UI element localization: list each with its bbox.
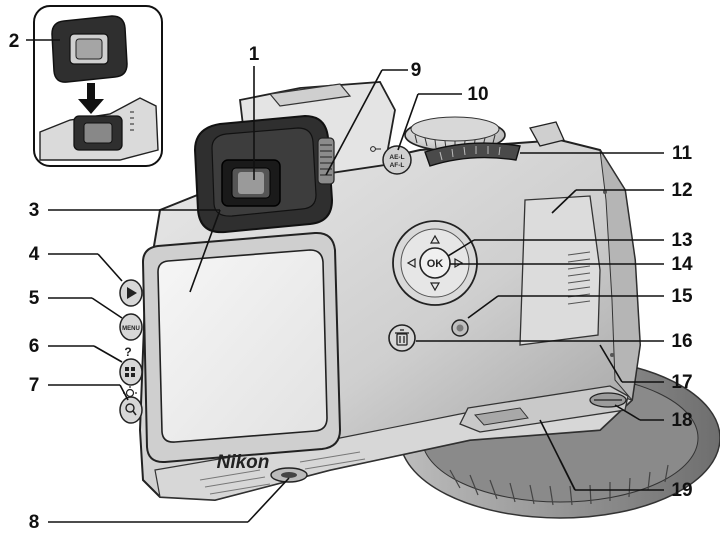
callout-16: 16	[671, 331, 692, 352]
grip	[599, 149, 641, 402]
callout-10: 10	[467, 84, 488, 105]
callout-19: 19	[671, 480, 692, 501]
memory-card-slot-cover	[519, 195, 601, 346]
callout-14: 14	[671, 254, 693, 275]
bottom-grip-ribs	[199, 451, 366, 495]
afl-label: AF-L	[390, 162, 405, 169]
ael-label: AE-L	[389, 154, 404, 161]
brand-logo: Nikon	[217, 452, 270, 473]
callout-17: 17	[671, 372, 692, 393]
inset-camera-top	[39, 97, 159, 161]
callout-3: 3	[29, 200, 40, 221]
down-arrow-icon	[78, 83, 104, 114]
command-dial	[424, 142, 521, 167]
callout-2: 2	[9, 31, 20, 52]
trash-icon	[395, 329, 409, 346]
diopter-adjustment-control	[317, 137, 335, 185]
menu-button: MENU	[119, 313, 143, 341]
ok-button: OK	[419, 247, 451, 279]
eyecup-inset	[33, 5, 163, 167]
battery-cover-latch	[589, 392, 627, 408]
callout-9: 9	[411, 60, 422, 81]
thumbnail-zoom-out-button	[119, 358, 143, 386]
play-icon	[127, 287, 137, 299]
arrow-left-icon	[406, 257, 416, 269]
inset-eyecup	[51, 15, 128, 83]
help-symbol: ?	[124, 345, 131, 359]
playback-button	[119, 279, 143, 307]
delete-button	[388, 324, 416, 352]
monitor	[141, 231, 342, 464]
callout-1: 1	[249, 44, 260, 65]
accessory-shoe	[268, 83, 352, 107]
callout-7: 7	[29, 375, 40, 396]
arrow-up-icon	[429, 234, 441, 244]
viewfinder-eyepiece	[221, 159, 281, 207]
callout-6: 6	[29, 336, 40, 357]
tripod-socket	[270, 467, 308, 483]
zoom-in-button	[119, 396, 143, 424]
callout-12: 12	[671, 180, 692, 201]
magnifier-icon	[125, 403, 135, 413]
memory-card-access-lamp	[451, 319, 469, 337]
speaker-holes	[603, 190, 614, 357]
strap-eyelet	[529, 121, 565, 147]
callout-13: 13	[671, 230, 692, 251]
ael-afl-button: AE-L AF-L	[382, 145, 412, 175]
callout-5: 5	[29, 288, 40, 309]
ok-label: OK	[427, 258, 444, 270]
key-icon	[370, 146, 381, 152]
callout-8: 8	[29, 512, 40, 533]
callout-11: 11	[672, 143, 693, 164]
arrow-right-icon	[454, 257, 464, 269]
callout-4: 4	[29, 244, 40, 265]
thumbnail-icon	[125, 367, 135, 377]
callout-15: 15	[671, 286, 693, 307]
callout-18: 18	[671, 410, 692, 431]
leader-lines	[26, 39, 664, 523]
arrow-down-icon	[429, 282, 441, 292]
menu-label: MENU	[122, 326, 140, 332]
callout-numbers: 1 2 3 4 5 6 7 8 9 10 11 12 13 14 15 16 1…	[9, 31, 693, 533]
battery-chamber-cover	[459, 385, 629, 433]
